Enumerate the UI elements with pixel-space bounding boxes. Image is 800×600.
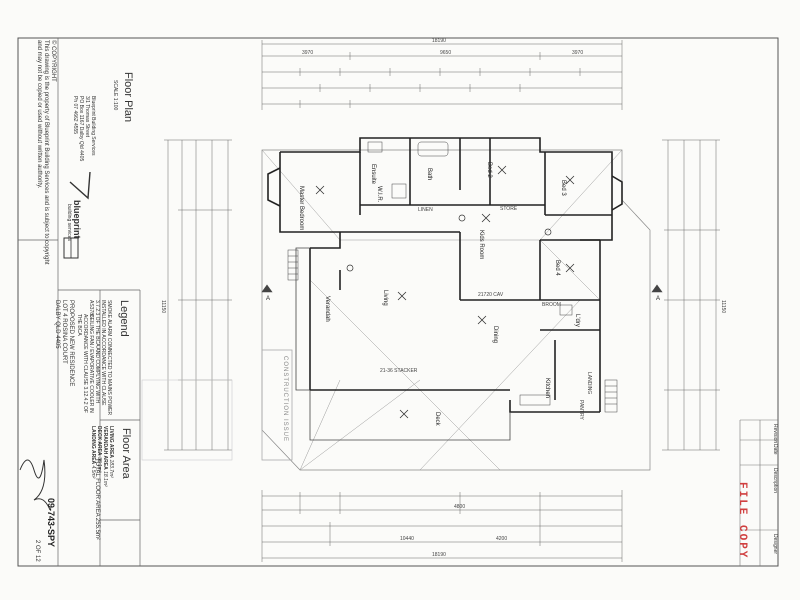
room-label-kitchen: Kitchen [544, 378, 550, 398]
floor-area-row: LIVING AREA 183.7m² [108, 426, 114, 478]
dim-cav: 21720 CAV [478, 292, 504, 298]
bottom-dimensions [261, 490, 623, 562]
room-label-pantry: PANTRY [578, 400, 584, 420]
room-label-living: Living [382, 290, 388, 306]
section-markers [261, 284, 663, 293]
project-line-1: PROPOSED NEW RESIDENCE [68, 300, 74, 387]
drawing-title: Floor Plan [122, 72, 134, 123]
dim-top-c: 3970 [572, 50, 583, 56]
dim-stacker: 21-36 STACKER [380, 368, 418, 374]
copyright-line-1: This drawing is the property of Blueprin… [43, 40, 49, 265]
file-copy-stamp: FILE COPY [736, 482, 748, 560]
room-label-broom: BROOM [542, 302, 561, 308]
address-line-3: PO Box 1167 Dalby Qld 4405 [78, 96, 84, 162]
dim-right-overall: 11150 [720, 300, 726, 313]
drawing-scale: SCALE 1:100 [112, 80, 118, 111]
revision-description-header: Description [772, 468, 778, 494]
room-label-bath: Bath [426, 168, 432, 180]
dim-top-overall: 18190 [432, 38, 446, 44]
dim-left-overall: 11150 [160, 300, 166, 313]
total-floor-area-label: TOTAL FLOOR AREA [94, 458, 100, 517]
revision-date-header: Date [772, 444, 778, 455]
smoke-alarm-icons [346, 214, 552, 272]
roof-outline [261, 149, 651, 471]
walls [267, 137, 623, 413]
sheet-border [17, 37, 779, 567]
faded-stamp [141, 379, 233, 461]
legend-fan-text: CEILING FAN / EVAPORATIVE COOLER IN ACCO… [76, 314, 94, 413]
room-label-bed2: Bed 2 [486, 162, 492, 178]
room-label-lndry: L'dry [574, 314, 580, 327]
total-floor-area: TOTAL FLOOR AREA 255.5m² [93, 458, 100, 540]
room-label-deck: Deck [434, 412, 440, 427]
section-label-right: A [656, 296, 660, 302]
dim-top-b: 9650 [440, 50, 451, 56]
dim-bottom-a: 10440 [400, 536, 414, 542]
room-label-bed4: Bed 4 [554, 260, 560, 276]
construction-issue-stamp: CONSTRUCTION ISSUE [282, 356, 288, 443]
copyright-block: © COPYRIGHT This drawing is the property… [35, 40, 56, 264]
copyright-title: © COPYRIGHT [50, 40, 56, 82]
dim-bottom-b: 4200 [496, 536, 507, 542]
job-number: 09-743-SPY [46, 498, 56, 548]
left-dimensions [164, 139, 232, 451]
room-label-store: STORE [500, 206, 518, 212]
revision-designer-header: Designer [772, 534, 778, 555]
copyright-line-2: and may not be copied or used without wr… [36, 40, 42, 189]
room-label-master: Master Bedroom [298, 186, 304, 230]
bath-fixtures [367, 141, 573, 406]
room-label-verandah: Verandah [324, 296, 330, 322]
room-label-linen: LINEN [418, 207, 433, 213]
company-logo-icon [63, 171, 91, 259]
room-label-bed3: Bed 3 [560, 180, 566, 196]
sheet-number: 2 OF 12 [34, 540, 40, 562]
room-label-kids: Kids Room [478, 230, 484, 259]
right-dimensions [662, 139, 720, 451]
dim-top-a: 3970 [302, 50, 313, 56]
room-label-ensuite: Ensuite [370, 164, 376, 185]
roof-hips [261, 149, 623, 471]
total-floor-area-value: 255.5m² [94, 517, 100, 540]
project-line-2: LOT 4 ROSINA COURT [61, 300, 67, 364]
company-address: Blueprint Building Services 3/1 Thomas S… [72, 96, 96, 161]
company-name: blueprint [72, 200, 82, 239]
floor-area-row: VERANDAH AREA 18.1m² [102, 426, 108, 487]
section-label-left: A [266, 296, 270, 302]
room-label-landing: LANDING [586, 372, 592, 394]
project-line-3: DALBY QLD 4405 [54, 300, 60, 349]
stairs [287, 249, 618, 413]
project-block: PROPOSED NEW RESIDENCE LOT 4 ROSINA COUR… [53, 300, 74, 386]
room-label-dining: Dining [492, 326, 498, 343]
top-dimensions [261, 40, 623, 110]
legend-item-fan: CEILING FAN / EVAPORATIVE COOLER IN ACCO… [76, 314, 94, 424]
room-label-wir: W.I.R. [376, 186, 382, 203]
signature [19, 459, 51, 511]
dim-bottom-overall: 18190 [432, 552, 446, 558]
dim-bottom-c: 4800 [454, 504, 465, 510]
floor-area-title: Floor Area [120, 428, 132, 479]
construction-stamp-box [261, 349, 293, 461]
address-line-1: Blueprint Building Services [90, 96, 96, 156]
ceiling-fan-icons [315, 165, 575, 419]
company-subname: building services [66, 204, 72, 241]
legend-title: Legend [118, 300, 130, 337]
revision-header: Revision [772, 424, 778, 444]
